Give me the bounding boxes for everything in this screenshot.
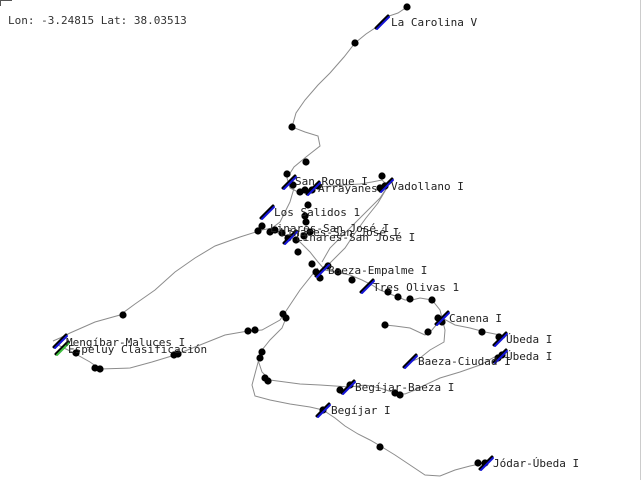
track-node	[308, 260, 316, 268]
rail-line	[257, 317, 396, 394]
station-label: Canena I	[449, 312, 502, 325]
track-node	[288, 123, 296, 131]
rail-lines	[52, 6, 506, 477]
canvas-corner-mark	[0, 0, 1, 6]
rail-line	[324, 185, 389, 269]
station-marker[interactable]	[314, 262, 330, 278]
station-marker[interactable]	[478, 455, 494, 471]
station-label: Arrayanes	[318, 182, 378, 195]
track-node	[96, 365, 104, 373]
track-node	[264, 377, 272, 385]
track-node	[258, 348, 266, 356]
station-label: Tres Olivas 1	[373, 281, 459, 294]
track-node	[301, 186, 309, 194]
track-node	[254, 227, 262, 235]
station-marker[interactable]	[54, 340, 70, 356]
track-node	[302, 158, 310, 166]
track-node	[292, 236, 300, 244]
track-node	[378, 172, 386, 180]
station-marker[interactable]	[52, 333, 68, 349]
track-node	[348, 276, 356, 284]
station-label: Begíjar I	[331, 404, 391, 417]
track-node	[351, 39, 359, 47]
station-marker[interactable]	[434, 310, 450, 326]
track-node	[306, 228, 314, 236]
station-label: La Carolina V	[391, 16, 477, 29]
station-label: Linares-San José I	[296, 231, 415, 244]
track-node	[334, 268, 342, 276]
rail-line	[251, 354, 324, 411]
track-node	[278, 229, 286, 237]
track-node	[474, 459, 482, 467]
station-marker[interactable]	[492, 331, 508, 347]
rail-line	[384, 317, 443, 336]
track-node	[294, 248, 302, 256]
track-node	[258, 222, 266, 230]
track-node	[304, 201, 312, 209]
station-marker[interactable]	[259, 204, 275, 220]
track-node	[394, 293, 402, 301]
station-label: Espeluy Clasificación	[68, 343, 207, 356]
track-node	[302, 218, 310, 226]
track-node	[174, 350, 182, 358]
track-node	[376, 443, 384, 451]
station-label: Begíjar-Baeza I	[355, 381, 454, 394]
station-label: Linares-San José I	[270, 222, 389, 235]
track-node	[283, 170, 291, 178]
track-node	[244, 327, 252, 335]
station-marker[interactable]	[340, 379, 356, 395]
track-node	[384, 288, 392, 296]
track-node	[256, 354, 264, 362]
track-node	[403, 3, 411, 11]
track-node	[424, 328, 432, 336]
station-marker[interactable]	[374, 14, 390, 30]
station-label: Linares-San José I	[280, 226, 399, 239]
station-marker[interactable]	[492, 348, 508, 364]
track-node	[428, 296, 436, 304]
coordinate-readout: Lon: -3.24815 Lat: 38.03513	[8, 14, 187, 27]
rail-line	[261, 184, 296, 231]
track-node	[251, 326, 259, 334]
station-marker[interactable]	[281, 174, 297, 190]
station-label: Úbeda I	[506, 333, 552, 346]
rail-line	[52, 229, 263, 342]
track-node	[300, 232, 308, 240]
station-marker[interactable]	[402, 353, 418, 369]
station-marker[interactable]	[378, 177, 394, 193]
station-label: Baeza-Ciudad I	[418, 355, 511, 368]
track-node	[396, 391, 404, 399]
station-marker[interactable]	[315, 402, 331, 418]
station-label: Jódar-Úbeda I	[493, 457, 579, 470]
station-marker[interactable]	[359, 278, 375, 294]
station-label: Baeza-Empalme I	[328, 264, 427, 277]
track-node	[119, 311, 127, 319]
rail-line	[322, 409, 486, 477]
station-marker[interactable]	[282, 229, 298, 245]
track-node	[301, 212, 309, 220]
rail-line	[286, 6, 408, 194]
track-node	[381, 321, 389, 329]
station-markers[interactable]	[52, 14, 508, 471]
station-label: San Roque I	[295, 175, 368, 188]
canvas-corner-mark	[0, 0, 12, 1]
station-label: Los Salidos 1	[274, 206, 360, 219]
track-node	[478, 328, 486, 336]
station-marker[interactable]	[305, 180, 321, 196]
station-label: Vadollano I	[391, 180, 464, 193]
rail-line	[409, 317, 446, 363]
rail-line	[394, 354, 499, 395]
rail-line	[321, 185, 389, 263]
track-node	[279, 310, 287, 318]
track-node	[72, 349, 80, 357]
station-label: Mengíbar-Maluces I	[66, 336, 185, 349]
track-node	[406, 295, 414, 303]
track-node	[271, 226, 279, 234]
station-label: Úbeda I	[506, 350, 552, 363]
